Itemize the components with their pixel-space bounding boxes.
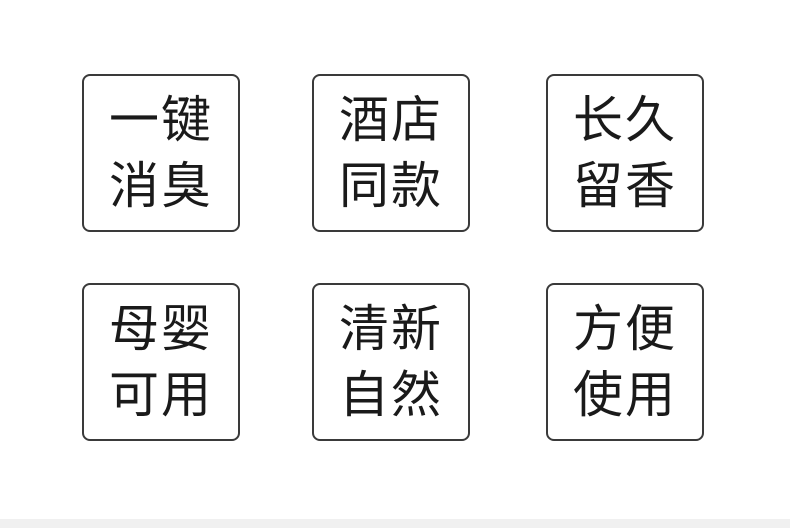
feature-line-2: 消臭 <box>109 157 213 215</box>
feature-card-convenient: 方便 使用 <box>546 283 704 441</box>
feature-line-1: 清新 <box>339 300 443 358</box>
feature-card-deodorize: 一键 消臭 <box>82 74 240 232</box>
feature-card-baby-safe: 母婴 可用 <box>82 283 240 441</box>
feature-line-2: 同款 <box>339 157 443 215</box>
feature-line-2: 留香 <box>573 157 677 215</box>
feature-line-1: 长久 <box>573 91 677 149</box>
feature-line-2: 使用 <box>573 366 677 424</box>
feature-line-2: 自然 <box>339 366 443 424</box>
feature-line-1: 一键 <box>109 91 213 149</box>
feature-line-1: 方便 <box>573 300 677 358</box>
feature-line-2: 可用 <box>109 366 213 424</box>
feature-line-1: 酒店 <box>339 91 443 149</box>
bottom-divider <box>0 519 790 528</box>
feature-line-1: 母婴 <box>109 300 213 358</box>
feature-card-fresh: 清新 自然 <box>312 283 470 441</box>
feature-card-hotel: 酒店 同款 <box>312 74 470 232</box>
feature-card-lasting: 长久 留香 <box>546 74 704 232</box>
